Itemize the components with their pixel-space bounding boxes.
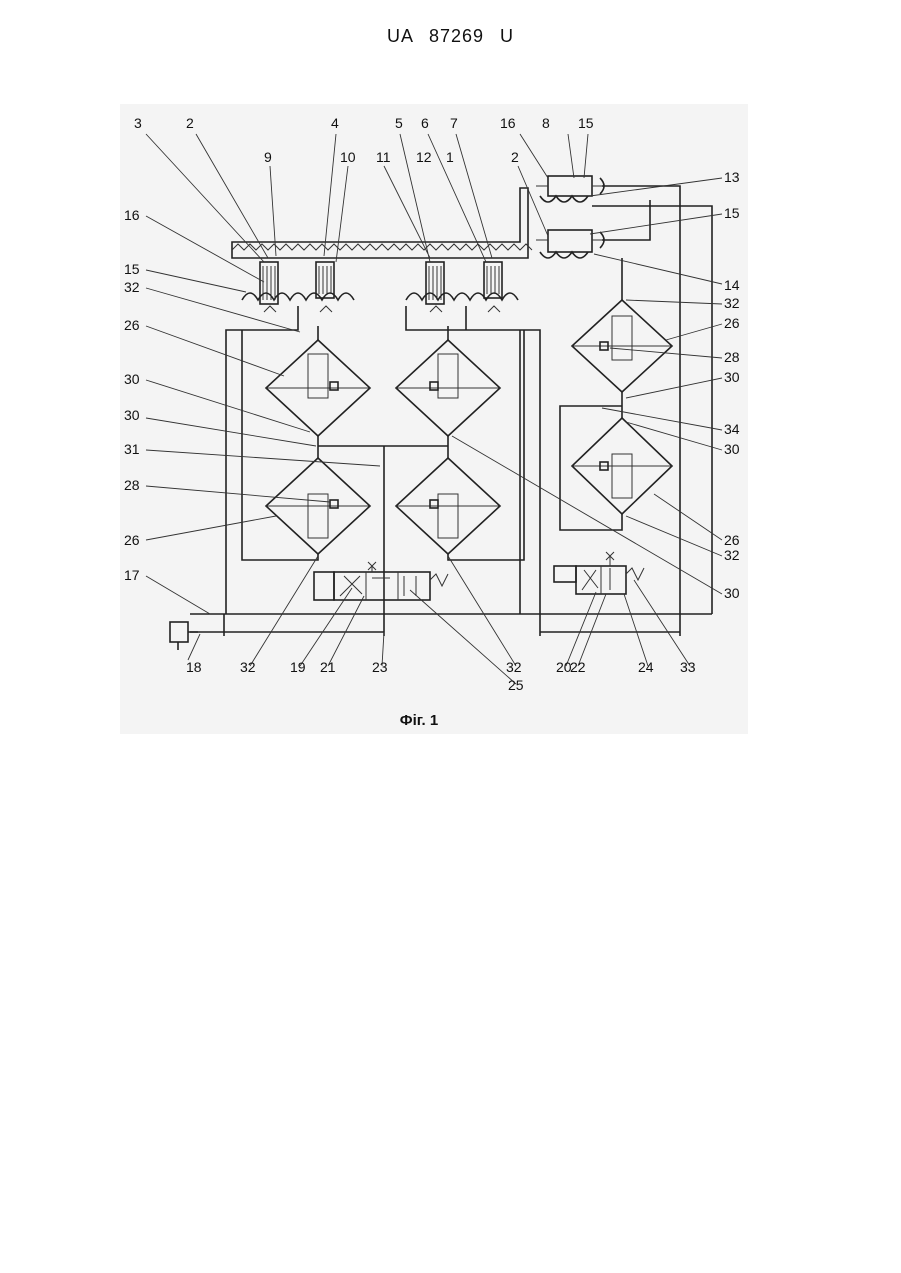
label-7: 7 <box>450 115 458 131</box>
label-17: 17 <box>124 567 140 583</box>
label-9: 9 <box>264 149 272 165</box>
label-16: 16 <box>500 115 516 131</box>
label-21: 21 <box>320 659 336 675</box>
label-10: 10 <box>340 149 356 165</box>
label-18: 18 <box>186 659 202 675</box>
label-30: 30 <box>124 371 140 387</box>
label-26: 26 <box>724 315 740 331</box>
label-26: 26 <box>724 532 740 548</box>
label-31: 31 <box>124 441 140 457</box>
label-32: 32 <box>724 295 740 311</box>
label-32: 32 <box>724 547 740 563</box>
label-12: 12 <box>416 149 432 165</box>
label-15: 15 <box>724 205 740 221</box>
label-5: 5 <box>395 115 403 131</box>
label-15: 15 <box>578 115 594 131</box>
label-2: 2 <box>186 115 194 131</box>
label-2: 2 <box>511 149 519 165</box>
label-28: 28 <box>124 477 140 493</box>
label-25: 25 <box>508 677 524 693</box>
label-15: 15 <box>124 261 140 277</box>
label-4: 4 <box>331 115 339 131</box>
label-32: 32 <box>124 279 140 295</box>
scan-background <box>120 104 748 734</box>
label-23: 23 <box>372 659 388 675</box>
label-33: 33 <box>680 659 696 675</box>
label-26: 26 <box>124 532 140 548</box>
label-30: 30 <box>724 441 740 457</box>
label-14: 14 <box>724 277 740 293</box>
label-28: 28 <box>724 349 740 365</box>
label-24: 24 <box>638 659 654 675</box>
label-11: 11 <box>376 149 391 165</box>
label-6: 6 <box>421 115 429 131</box>
label-32: 32 <box>240 659 256 675</box>
label-1: 1 <box>446 149 454 165</box>
label-3: 3 <box>134 115 142 131</box>
label-8: 8 <box>542 115 550 131</box>
patent-number: UA 87269 U <box>0 26 901 47</box>
label-22: 22 <box>570 659 586 675</box>
label-13: 13 <box>724 169 740 185</box>
label-30: 30 <box>724 369 740 385</box>
label-16: 16 <box>124 207 140 223</box>
label-32: 32 <box>506 659 522 675</box>
hydraulic-schematic: 3 2 9 4 10 11 5 6 12 1 7 16 2 8 15 16 15… <box>118 102 750 738</box>
label-19: 19 <box>290 659 306 675</box>
label-34: 34 <box>724 421 740 437</box>
figure-caption: Фіг. 1 <box>0 712 838 729</box>
label-26: 26 <box>124 317 140 333</box>
label-30: 30 <box>724 585 740 601</box>
label-30: 30 <box>124 407 140 423</box>
